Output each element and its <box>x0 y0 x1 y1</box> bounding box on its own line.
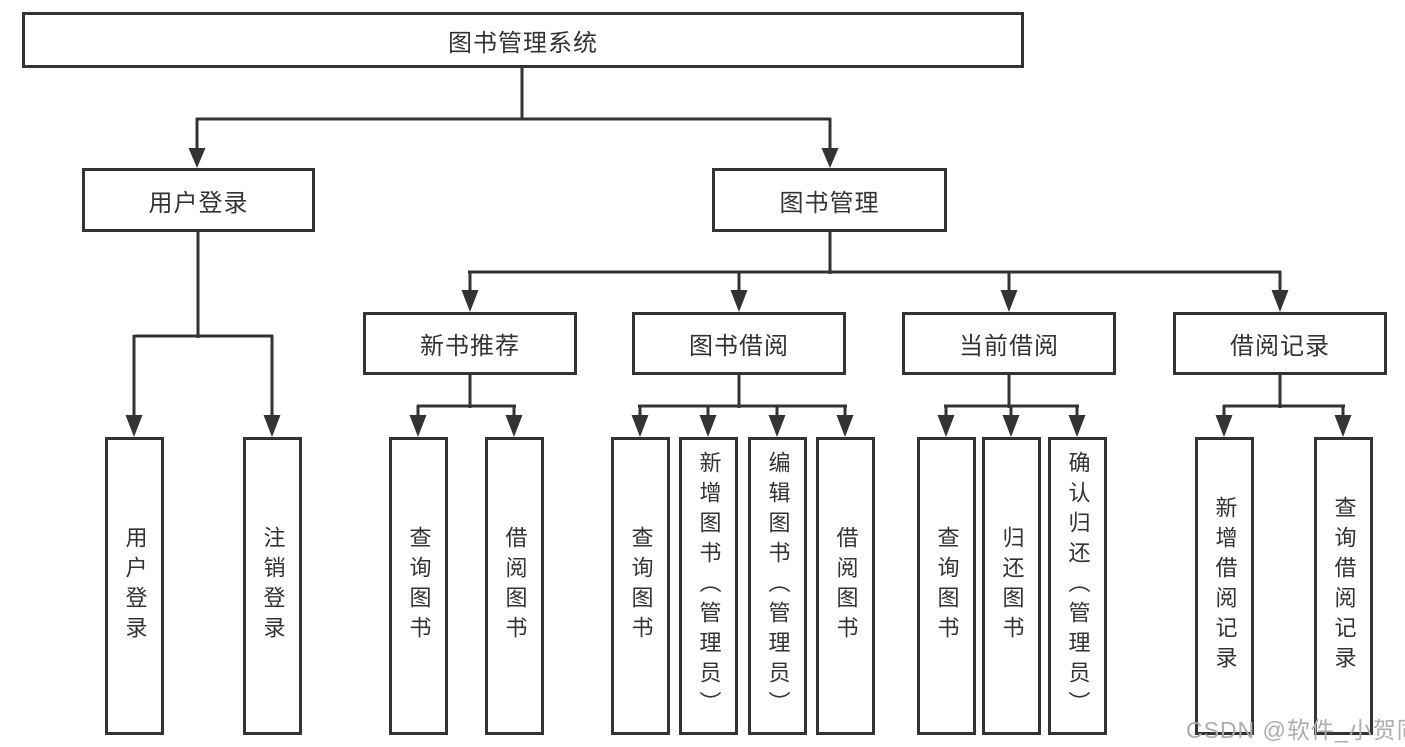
node-label: 新书推荐 <box>420 333 520 360</box>
node-label: 用户登录 <box>148 189 249 217</box>
node-cb-confirm-return-admin: 确认归还（管理员） <box>1048 437 1107 735</box>
node-label: 借阅图书 <box>502 526 528 646</box>
node-br-query-record: 查询借阅记录 <box>1314 437 1373 735</box>
node-book-management: 图书管理 <box>712 168 947 232</box>
node-br-add-record: 新增借阅记录 <box>1195 437 1254 735</box>
node-user-login: 用户登录 <box>82 168 315 232</box>
watermark: CSDN @软件_小贺同学 <box>1186 717 1405 743</box>
node-label: 图书管理系统 <box>448 29 598 57</box>
node-label: 查询借阅记录 <box>1331 496 1357 676</box>
node-label: 新增借阅记录 <box>1212 496 1238 676</box>
node-nbr-borrow-books: 借阅图书 <box>485 437 544 735</box>
node-label: 图书管理 <box>779 189 880 217</box>
node-bb-edit-books-admin: 编辑图书（管理员） <box>748 437 807 735</box>
node-label: 用户登录 <box>122 526 148 646</box>
node-label: 归还图书 <box>999 526 1025 646</box>
node-cb-return-books: 归还图书 <box>982 437 1041 735</box>
node-label: 借阅记录 <box>1230 333 1330 360</box>
connector-shafts <box>132 66 1345 419</box>
node-logout: 注销登录 <box>243 437 302 735</box>
node-bb-add-books-admin: 新增图书（管理员） <box>679 437 738 735</box>
node-label: 注销登录 <box>260 526 286 646</box>
node-label: 查询图书 <box>934 526 960 646</box>
node-bb-query-books: 查询图书 <box>611 437 670 735</box>
node-label: 借阅图书 <box>833 526 859 646</box>
node-book-borrowing: 图书借阅 <box>632 312 846 375</box>
node-current-borrowing: 当前借阅 <box>902 312 1116 375</box>
node-borrowing-records: 借阅记录 <box>1173 312 1387 375</box>
node-nbr-query-books: 查询图书 <box>389 437 448 735</box>
node-cb-query-books: 查询图书 <box>917 437 976 735</box>
node-label: 图书借阅 <box>689 333 789 360</box>
node-user-login-leaf: 用户登录 <box>105 437 164 735</box>
node-library-system: 图书管理系统 <box>22 12 1024 68</box>
node-label: 查询图书 <box>406 526 432 646</box>
node-new-book-recommend: 新书推荐 <box>363 312 577 375</box>
node-label: 编辑图书（管理员） <box>765 451 791 721</box>
node-label: 确认归还（管理员） <box>1065 451 1091 721</box>
connector-arrowheads <box>125 148 1352 437</box>
node-label: 新增图书（管理员） <box>696 451 722 721</box>
node-bb-borrow-books: 借阅图书 <box>816 437 875 735</box>
node-label: 当前借阅 <box>959 333 1059 360</box>
node-label: 查询图书 <box>628 526 654 646</box>
